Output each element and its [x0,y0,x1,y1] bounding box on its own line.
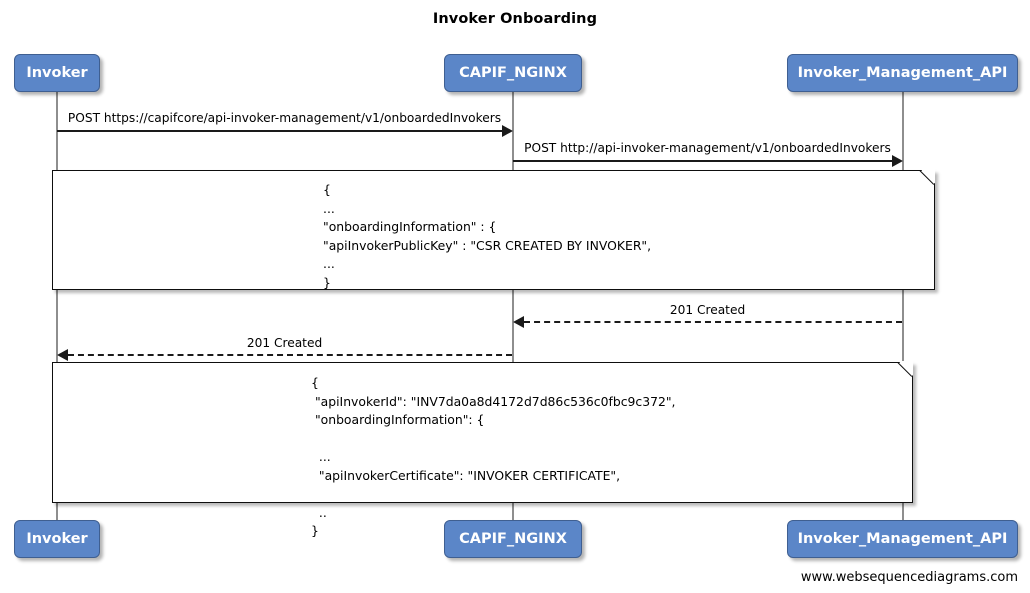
message-label-m2: POST http://api-invoker-management/v1/on… [524,141,891,155]
lifeline-capif-nginx [512,90,514,522]
participant-label: Invoker [26,64,88,81]
footer-watermark: www.websequencediagrams.com [800,570,1018,585]
note-request-body: { ... "onboardingInformation" : { "apiIn… [52,169,935,290]
participant-label: CAPIF_NGINX [459,64,567,81]
page-title: Invoker Onboarding [432,11,598,27]
message-line-m1 [57,130,504,132]
note-response-body: { "apiInvokerId": "INV7da0a8d4172d7d86c5… [52,361,913,538]
arrow-head-m2 [892,155,903,167]
participant-label: Invoker_Management_API [797,530,1008,547]
participant-label: CAPIF_NGINX [459,530,567,547]
arrow-head-m1 [502,125,513,137]
message-label-m3: 201 Created [669,303,746,317]
participant-invoker-top[interactable]: Invoker [14,54,100,92]
note-text: { "apiInvokerId": "INV7da0a8d4172d7d86c5… [311,375,676,538]
lifeline-invoker [56,90,58,522]
arrow-head-m4 [57,349,68,361]
participant-invoker-management-api-bottom[interactable]: Invoker_Management_API [787,520,1018,558]
message-line-m2 [513,160,894,162]
note-fold-icon [898,361,913,376]
participant-capif-nginx-bottom[interactable]: CAPIF_NGINX [444,520,582,558]
participant-label: Invoker_Management_API [797,64,1008,81]
participant-capif-nginx-top[interactable]: CAPIF_NGINX [444,54,582,92]
message-label-m4: 201 Created [246,336,323,350]
message-line-m4 [68,354,512,356]
arrow-head-m3 [513,316,524,328]
participant-invoker-bottom[interactable]: Invoker [14,520,100,558]
participant-invoker-management-api-top[interactable]: Invoker_Management_API [787,54,1018,92]
note-fold-icon [920,169,935,184]
message-label-m1: POST https://capifcore/api-invoker-manag… [67,111,502,125]
message-line-m3 [524,321,902,323]
note-text: { ... "onboardingInformation" : { "apiIn… [323,182,652,290]
lifeline-invoker-management-api [902,90,904,522]
participant-label: Invoker [26,530,88,547]
